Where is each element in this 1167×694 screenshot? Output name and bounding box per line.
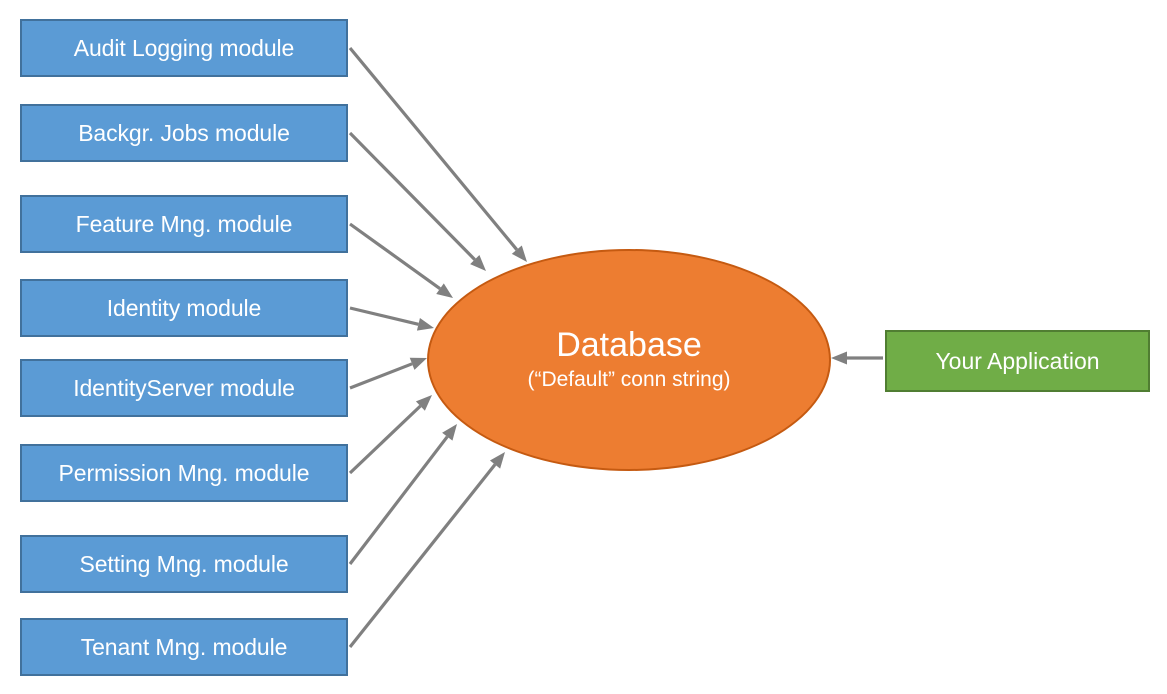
module-label: Identity module bbox=[106, 294, 262, 321]
identityserver-to-database bbox=[349, 357, 427, 390]
module-label: Audit Logging module bbox=[73, 34, 295, 61]
background-jobs-to-database bbox=[348, 131, 486, 271]
identity-to-database bbox=[349, 306, 434, 331]
module-label: IdentityServer module bbox=[73, 374, 295, 401]
database-subtitle: (“Default” conn string) bbox=[527, 368, 731, 392]
module-label: Setting Mng. module bbox=[79, 550, 289, 577]
module-label: Tenant Mng. module bbox=[80, 633, 288, 660]
module-label: Backgr. Jobs module bbox=[78, 119, 290, 146]
setting-mng-to-database bbox=[348, 424, 457, 565]
module-box-identity[interactable]: Identity module bbox=[20, 279, 348, 337]
module-label: Feature Mng. module bbox=[75, 210, 293, 237]
module-box-identityserver[interactable]: IdentityServer module bbox=[20, 359, 348, 417]
module-box-setting-mng[interactable]: Setting Mng. module bbox=[20, 535, 348, 593]
database-title: Database bbox=[556, 326, 702, 365]
tenant-mng-to-database bbox=[348, 452, 505, 648]
feature-mng-to-database bbox=[349, 222, 453, 298]
module-box-background-jobs[interactable]: Backgr. Jobs module bbox=[20, 104, 348, 162]
application-to-database bbox=[831, 351, 883, 365]
module-box-audit-logging[interactable]: Audit Logging module bbox=[20, 19, 348, 77]
database-node[interactable]: Database (“Default” conn string) bbox=[427, 249, 831, 471]
application-label: Your Application bbox=[935, 347, 1100, 374]
permission-mng-to-database bbox=[348, 395, 432, 475]
application-node[interactable]: Your Application bbox=[885, 330, 1150, 392]
module-label: Permission Mng. module bbox=[58, 459, 310, 486]
module-box-tenant-mng[interactable]: Tenant Mng. module bbox=[20, 618, 348, 676]
module-box-feature-mng[interactable]: Feature Mng. module bbox=[20, 195, 348, 253]
audit-logging-to-database bbox=[348, 46, 527, 262]
module-box-permission-mng[interactable]: Permission Mng. module bbox=[20, 444, 348, 502]
